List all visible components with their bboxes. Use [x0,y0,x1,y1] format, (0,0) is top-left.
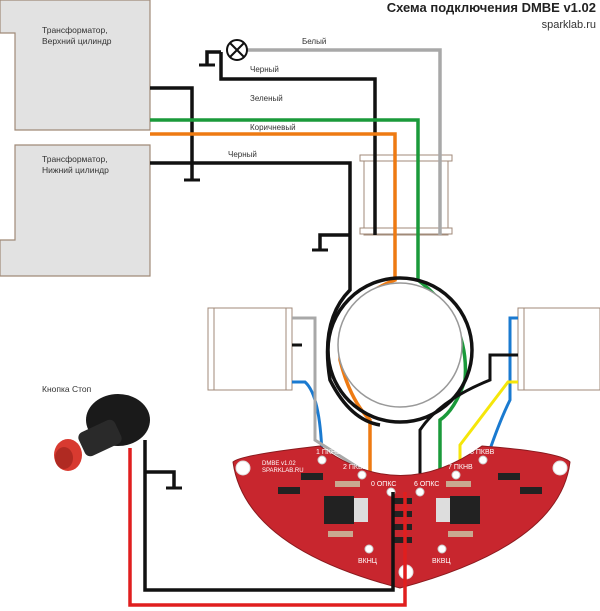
wire-black-lamp [219,52,377,235]
transformer-top-line1: Трансформатор, [42,25,108,35]
lamp-icon [226,39,248,61]
pin-label-7: 7 ПКНВ [448,464,473,471]
wire-red-stop [128,448,407,607]
label-black-1: Черный [250,65,279,74]
pin-8 [478,455,488,465]
pin-1 [317,455,327,465]
wire-blue-left [292,380,324,456]
central-cylinder [337,282,463,408]
board-components [278,473,542,543]
wire-lamp-ground [205,50,221,65]
site-label: sparklab.ru [542,19,596,31]
pin-vkvc [437,544,447,554]
label-white: Белый [302,37,326,46]
mount-hole-right [552,460,568,476]
mount-hole-left [235,460,251,476]
pin-6 [415,487,425,497]
stop-button-icon [54,394,150,471]
coil-left [207,307,293,391]
wire-black-right [418,353,518,495]
pin-label-vknc: ВКНЦ [358,558,378,565]
coil-right [517,307,600,391]
transformer-bottom-line2: Нижний цилиндр [42,165,109,175]
label-black-2: Черный [228,150,257,159]
label-green: Зеленый [250,94,283,103]
wire-black-stop [143,440,395,592]
pin-label-vkvc: ВКВЦ [432,558,451,565]
wire-ground-branch [318,233,350,250]
transformer-bottom [0,144,151,277]
board-label-1: DMBE v1.02 [262,461,296,467]
ground-symbols [166,63,328,490]
transformer-bottom-line1: Трансформатор, [42,154,108,164]
pin-label-0: 0 ОПКС [371,481,396,488]
pin-vknc [364,544,374,554]
board-label-2: SPARKLAB.RU [262,468,304,474]
transformer-top [0,0,151,131]
pin-2 [357,470,367,480]
pin-label-8: 8 ПКВВ [470,449,495,456]
stop-button-label: Кнопка Стоп [42,384,92,394]
label-brown: Коричневый [250,123,296,132]
black-ring-wire [326,276,474,424]
wire-black-stop-ground [145,470,176,488]
pin-label-2: 2 ПКВВ [343,464,368,471]
connector-block [359,154,453,236]
page-title: Схема подключения DMBE v1.02 [387,0,596,15]
pin-label-1: 1 ПКНВ [316,449,341,456]
pin-label-6: 6 ОПКС [414,481,439,488]
transformer-top-line2: Верхний цилиндр [42,36,112,46]
wire-black-bottom [150,161,381,427]
wire-black-top-transformer [150,86,194,180]
wire-white [247,48,442,235]
pin-7 [451,470,461,480]
